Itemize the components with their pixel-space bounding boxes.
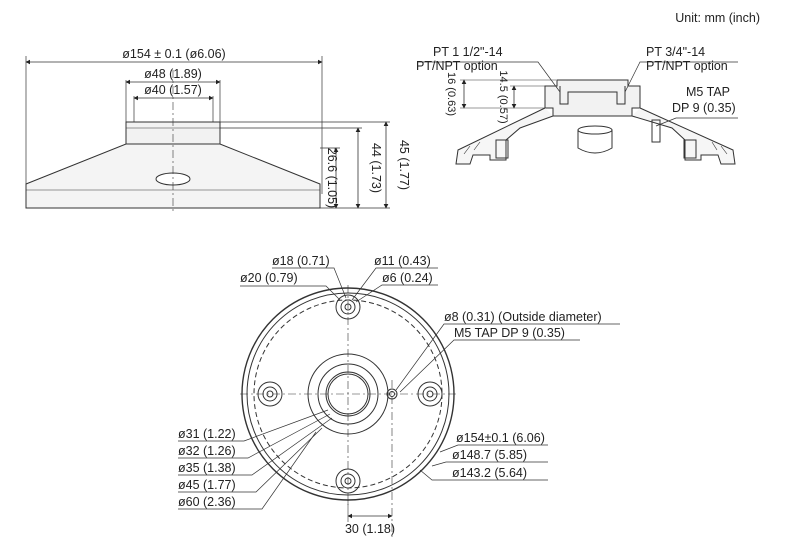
- tap-label-1: M5 TAP: [686, 85, 730, 99]
- pt-left-2: PT/NPT option: [416, 59, 498, 73]
- d20-label: ø20 (0.79): [240, 271, 298, 285]
- d143-label: ø143.2 (5.64): [452, 466, 527, 480]
- d6-label: ø6 (0.24): [382, 271, 433, 285]
- d11-label: ø11 (0.43): [374, 254, 431, 268]
- dim-14-label: 14.5 (0.57): [497, 70, 509, 123]
- m5-label: M5 TAP DP 9 (0.35): [454, 326, 565, 340]
- d35-label: ø35 (1.38): [178, 461, 236, 475]
- d31-label: ø31 (1.22): [178, 427, 236, 441]
- pt-right-2: PT/NPT option: [646, 59, 728, 73]
- d32-label: ø32 (1.26): [178, 444, 236, 458]
- d45-label: ø45 (1.77): [178, 478, 236, 492]
- height-26-label: 26.6 (1.05): [325, 148, 339, 208]
- dim-30-label: 30 (1.18): [345, 522, 395, 536]
- height-44-label: 44 (1.73): [369, 143, 383, 193]
- d154-label: ø154±0.1 (6.06): [456, 431, 545, 445]
- unit-note: Unit: mm (inch): [675, 11, 760, 25]
- d8-label: ø8 (0.31) (Outside diameter): [444, 310, 602, 324]
- d148-label: ø148.7 (5.85): [452, 448, 527, 462]
- d18-label: ø18 (0.71): [272, 254, 330, 268]
- inner-top-label: ø40 (1.57): [144, 83, 202, 97]
- pt-right-1: PT 3/4"-14: [646, 45, 705, 59]
- side-view: [25, 56, 390, 214]
- pt-left-1: PT 1 1/2"-14: [433, 45, 503, 59]
- section-view: [418, 61, 738, 165]
- height-45-label: 45 (1.77): [397, 140, 411, 190]
- bottom-view: [178, 267, 620, 538]
- width-label: ø154 ± 0.1 (ø6.06): [122, 47, 225, 61]
- dim-16-label: 16 (0.63): [445, 72, 457, 116]
- outer-top-label: ø48 (1.89): [144, 67, 202, 81]
- d60-label: ø60 (2.36): [178, 495, 236, 509]
- tap-label-2: DP 9 (0.35): [672, 101, 736, 115]
